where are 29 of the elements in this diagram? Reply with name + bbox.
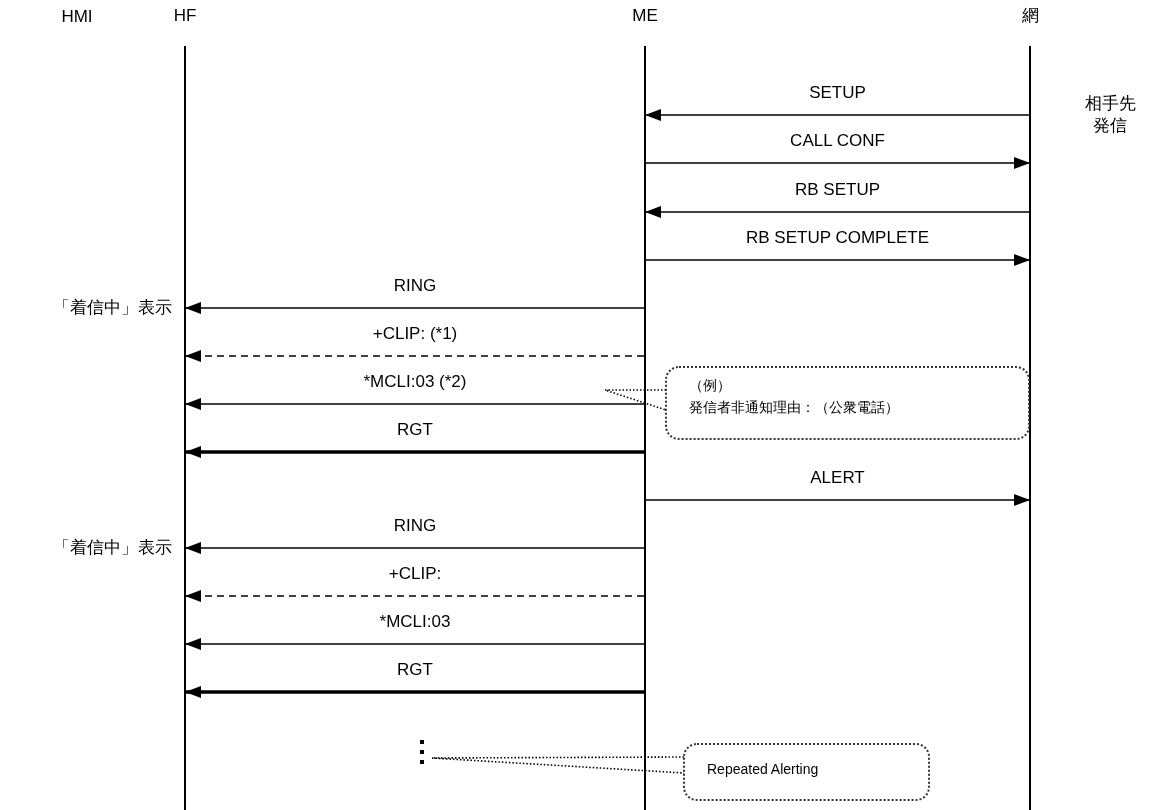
callout-text: 発信者非通知理由：（公衆電話） bbox=[689, 398, 900, 417]
callout-box bbox=[665, 366, 1030, 440]
participant-label: ME bbox=[631, 6, 659, 26]
participant-label: 網 bbox=[1020, 6, 1040, 26]
callout-text: Repeated Alerting bbox=[707, 760, 820, 779]
callout-box bbox=[683, 743, 930, 801]
message-arrow bbox=[185, 590, 645, 602]
message-arrow bbox=[645, 254, 1030, 266]
message-arrow bbox=[645, 157, 1030, 169]
note-text: 相手先発信 bbox=[1083, 93, 1137, 137]
message-arrow bbox=[185, 302, 645, 314]
message-arrow bbox=[185, 686, 644, 698]
participant-label: HF bbox=[172, 6, 198, 26]
message-arrow bbox=[185, 446, 644, 458]
message-arrow bbox=[185, 398, 645, 410]
edge-label: *MCLI:03 (*2) bbox=[361, 372, 469, 392]
status-note: 「着信中」表示 bbox=[52, 297, 172, 319]
message-arrow bbox=[185, 542, 645, 554]
edge-label: +CLIP: (*1) bbox=[370, 324, 460, 344]
message-arrow bbox=[185, 638, 645, 650]
message-arrow bbox=[645, 109, 1030, 121]
status-note: 「着信中」表示 bbox=[52, 537, 172, 559]
leader-line bbox=[431, 756, 685, 774]
message-arrow bbox=[185, 350, 645, 362]
message-arrow bbox=[645, 206, 1030, 218]
leader-line bbox=[604, 389, 667, 411]
participant-label: HMI bbox=[60, 6, 94, 28]
message-arrow bbox=[645, 494, 1030, 506]
callout-text: （例） bbox=[689, 376, 732, 395]
